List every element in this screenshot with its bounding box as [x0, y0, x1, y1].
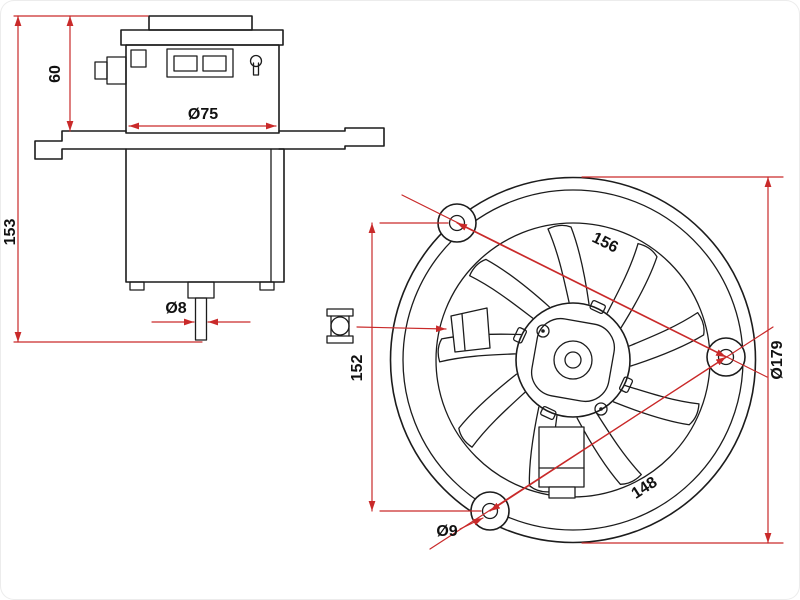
- dim-label-156: 156: [589, 229, 621, 256]
- clip-bottom-wing: [326, 335, 354, 344]
- motor-shaft: [194, 297, 208, 341]
- side-stub-inner: [94, 61, 108, 80]
- connector-pin-left: [173, 55, 198, 72]
- can-foot-left: [129, 281, 145, 291]
- dim-line-156: [456, 222, 727, 358]
- leader-line-d9: [459, 517, 484, 530]
- hub-screw-center: [599, 407, 603, 411]
- side-view: [34, 15, 385, 341]
- dimension-labels: 60 153 Ø75 Ø8 156 152 148 Ø179 Ø9: [2, 65, 786, 540]
- mounting-clip-symbol: [326, 308, 354, 344]
- side-view-dimensions: [13, 15, 277, 343]
- connector-housing: [166, 48, 234, 78]
- dim-label-60: 60: [47, 65, 64, 83]
- terminal-block-tab: [548, 486, 576, 499]
- shaft-collar: [187, 281, 215, 299]
- dim-line-148: [489, 356, 727, 512]
- front-view-dimensions: [356, 176, 784, 550]
- flange-outer-circle: [389, 176, 757, 544]
- fan-blade: [623, 311, 709, 367]
- side-stub-outer: [106, 56, 127, 85]
- mounting-flange-right: [278, 127, 385, 150]
- clip-pointer-arrow: [356, 325, 447, 333]
- dim-label-148: 148: [629, 474, 661, 503]
- dim-label-d75: Ø75: [188, 106, 218, 123]
- motor-can: [125, 148, 285, 283]
- dim-label-153: 153: [2, 219, 19, 246]
- motor-top-cap: [148, 15, 253, 31]
- connector-pin-right: [202, 55, 227, 72]
- dim-label-d8: Ø8: [165, 300, 186, 317]
- front-view: [389, 176, 757, 544]
- clip-body-circle: [330, 316, 350, 336]
- clip-top-wing: [326, 308, 354, 317]
- fan-blade: [547, 224, 590, 305]
- mounting-flange-left: [34, 130, 127, 160]
- keyhole-slot-stem: [252, 62, 260, 76]
- dim-label-152: 152: [349, 355, 366, 382]
- dim-label-d179: Ø179: [769, 340, 786, 379]
- motor-top-shoulder: [120, 29, 284, 46]
- terminal-block: [538, 426, 585, 488]
- dim-label-d9: Ø9: [436, 523, 457, 540]
- can-foot-right: [259, 281, 275, 291]
- hub-screw-center: [541, 329, 545, 333]
- keyhole-slot-circle: [249, 54, 263, 68]
- motor-upper-body: [125, 44, 280, 134]
- body-detail-box: [130, 49, 147, 68]
- hub-side-tab: [450, 307, 491, 353]
